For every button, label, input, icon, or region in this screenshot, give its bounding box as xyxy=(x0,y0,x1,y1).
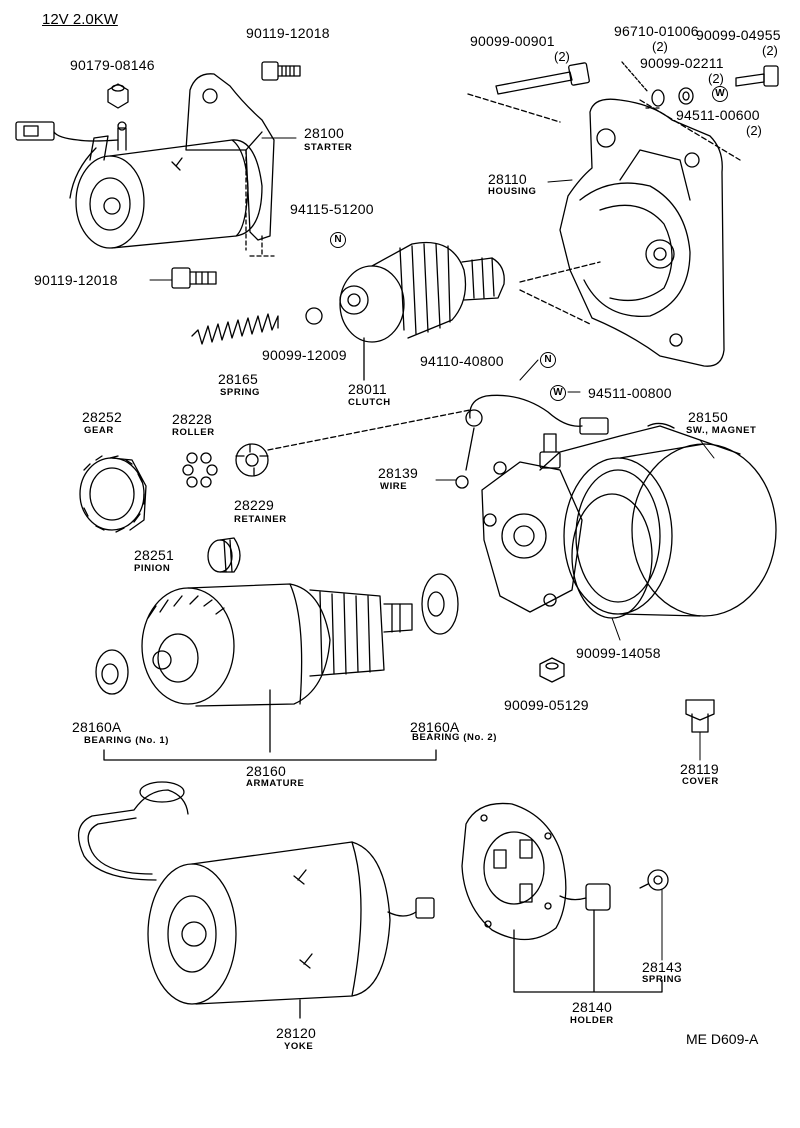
qty-90099-02211: (2) xyxy=(708,71,724,86)
part-name-spring-28165: SPRING xyxy=(220,387,261,398)
spring-28143-drawing xyxy=(639,869,669,891)
bearing-no1-drawing xyxy=(95,649,129,695)
nut-90179-drawing xyxy=(107,83,129,109)
part-number-96710: 96710-01006 xyxy=(614,23,699,39)
part-number-90099-05129: 90099-05129 xyxy=(504,697,589,713)
part-name-yoke: YOKE xyxy=(284,1041,314,1052)
part-name-roller: ROLLER xyxy=(172,427,215,438)
armature-28160-drawing xyxy=(141,583,413,753)
nut-90099-05129-drawing xyxy=(539,657,565,683)
part-name-gear: GEAR xyxy=(84,425,114,436)
housing-drawing xyxy=(467,93,741,367)
part-number-28251: 28251 xyxy=(134,547,174,563)
spring-28165-drawing xyxy=(191,313,279,345)
diagram-title: 12V 2.0KW xyxy=(42,11,118,28)
yoke-28120-drawing xyxy=(77,781,435,1019)
bolt-90119-low-drawing xyxy=(171,267,217,289)
part-number-28139: 28139 xyxy=(378,465,418,481)
part-number-90099-00901: 90099-00901 xyxy=(470,33,555,49)
part-number-28160a-no1: 28160A xyxy=(72,719,122,735)
bolt-90099-00901-drawing xyxy=(495,62,590,95)
part-number-28252: 28252 xyxy=(82,409,122,425)
part-name-cover: COVER xyxy=(682,776,719,787)
gear-28252-drawing xyxy=(79,455,147,533)
part-number-90099-02211: 90099-02211 xyxy=(640,55,724,71)
part-number-28100: 28100 xyxy=(304,125,344,141)
ring-90099-14058-drawing xyxy=(571,493,653,619)
small-parts-housing-drawing xyxy=(621,61,779,109)
part-number-28160a-no2: 28160A xyxy=(410,719,460,735)
qty-94511-00600: (2) xyxy=(746,123,762,138)
part-name-starter: STARTER xyxy=(304,142,353,153)
part-name-magnet-switch: SW., MAGNET xyxy=(686,425,757,436)
part-number-28119: 28119 xyxy=(680,761,719,777)
part-number-28120: 28120 xyxy=(276,1025,316,1041)
part-number-28160: 28160 xyxy=(246,763,286,779)
part-name-holder: HOLDER xyxy=(570,1015,614,1026)
part-name-clutch: CLUTCH xyxy=(348,397,391,408)
part-number-28228: 28228 xyxy=(172,411,212,427)
part-number-90099-04955: 90099-04955 xyxy=(696,27,781,43)
part-number-28229: 28229 xyxy=(234,497,274,513)
n-marker-94110: N xyxy=(540,352,556,368)
w-marker-94511-00800: W xyxy=(550,385,566,401)
part-number-28110: 28110 xyxy=(488,171,527,187)
part-number-90119-low: 90119-12018 xyxy=(34,272,118,288)
part-name-retainer: RETAINER xyxy=(234,514,287,525)
clutch-28011-drawing xyxy=(339,241,505,381)
part-name-bearing-no2: BEARING (No. 2) xyxy=(412,732,497,743)
pinion-28251-drawing xyxy=(207,537,241,573)
bolt-90119-top-drawing xyxy=(261,61,301,81)
part-name-spring-28143: SPRING xyxy=(642,974,683,985)
cover-28119-drawing xyxy=(685,699,715,733)
magnet-switch-28150-drawing xyxy=(455,394,777,617)
bearing-no2-drawing xyxy=(421,573,459,635)
leader-lines xyxy=(149,137,715,961)
part-number-90099-12009: 90099-12009 xyxy=(262,347,347,363)
part-number-94511-00600: 94511-00600 xyxy=(676,107,760,123)
roller-28228-drawing xyxy=(182,452,218,488)
holder-28140-drawing xyxy=(461,802,663,993)
diagram-code: ME D609-A xyxy=(686,1031,759,1047)
retainer-28229-drawing xyxy=(235,409,471,477)
ball-90099-12009-drawing xyxy=(305,307,323,325)
part-number-28140: 28140 xyxy=(572,999,612,1015)
part-name-bearing-no1: BEARING (No. 1) xyxy=(84,735,169,746)
part-number-90099-14058: 90099-14058 xyxy=(576,645,661,661)
part-number-90119-top: 90119-12018 xyxy=(246,25,330,41)
qty-96710: (2) xyxy=(652,39,668,54)
part-number-28165: 28165 xyxy=(218,371,258,387)
part-name-housing: HOUSING xyxy=(488,186,537,197)
part-number-28143: 28143 xyxy=(642,959,682,975)
part-number-90179: 90179-08146 xyxy=(70,57,155,73)
part-name-armature: ARMATURE xyxy=(246,778,305,789)
n-marker-94115: N xyxy=(330,232,346,248)
part-number-28150: 28150 xyxy=(688,409,728,425)
part-name-wire: WIRE xyxy=(380,481,408,492)
part-number-94110: 94110-40800 xyxy=(420,353,504,369)
part-name-pinion: PINION xyxy=(134,563,171,574)
part-number-94511-00800: 94511-00800 xyxy=(588,385,672,401)
starter-assembly-drawing xyxy=(15,73,275,257)
part-number-94115: 94115-51200 xyxy=(290,201,374,217)
w-marker-94511-00600: W xyxy=(712,86,728,102)
qty-90099-00901: (2) xyxy=(554,49,570,64)
part-number-28011: 28011 xyxy=(348,381,387,397)
armature-bracket-line xyxy=(103,749,437,761)
qty-90099-04955: (2) xyxy=(762,43,778,58)
